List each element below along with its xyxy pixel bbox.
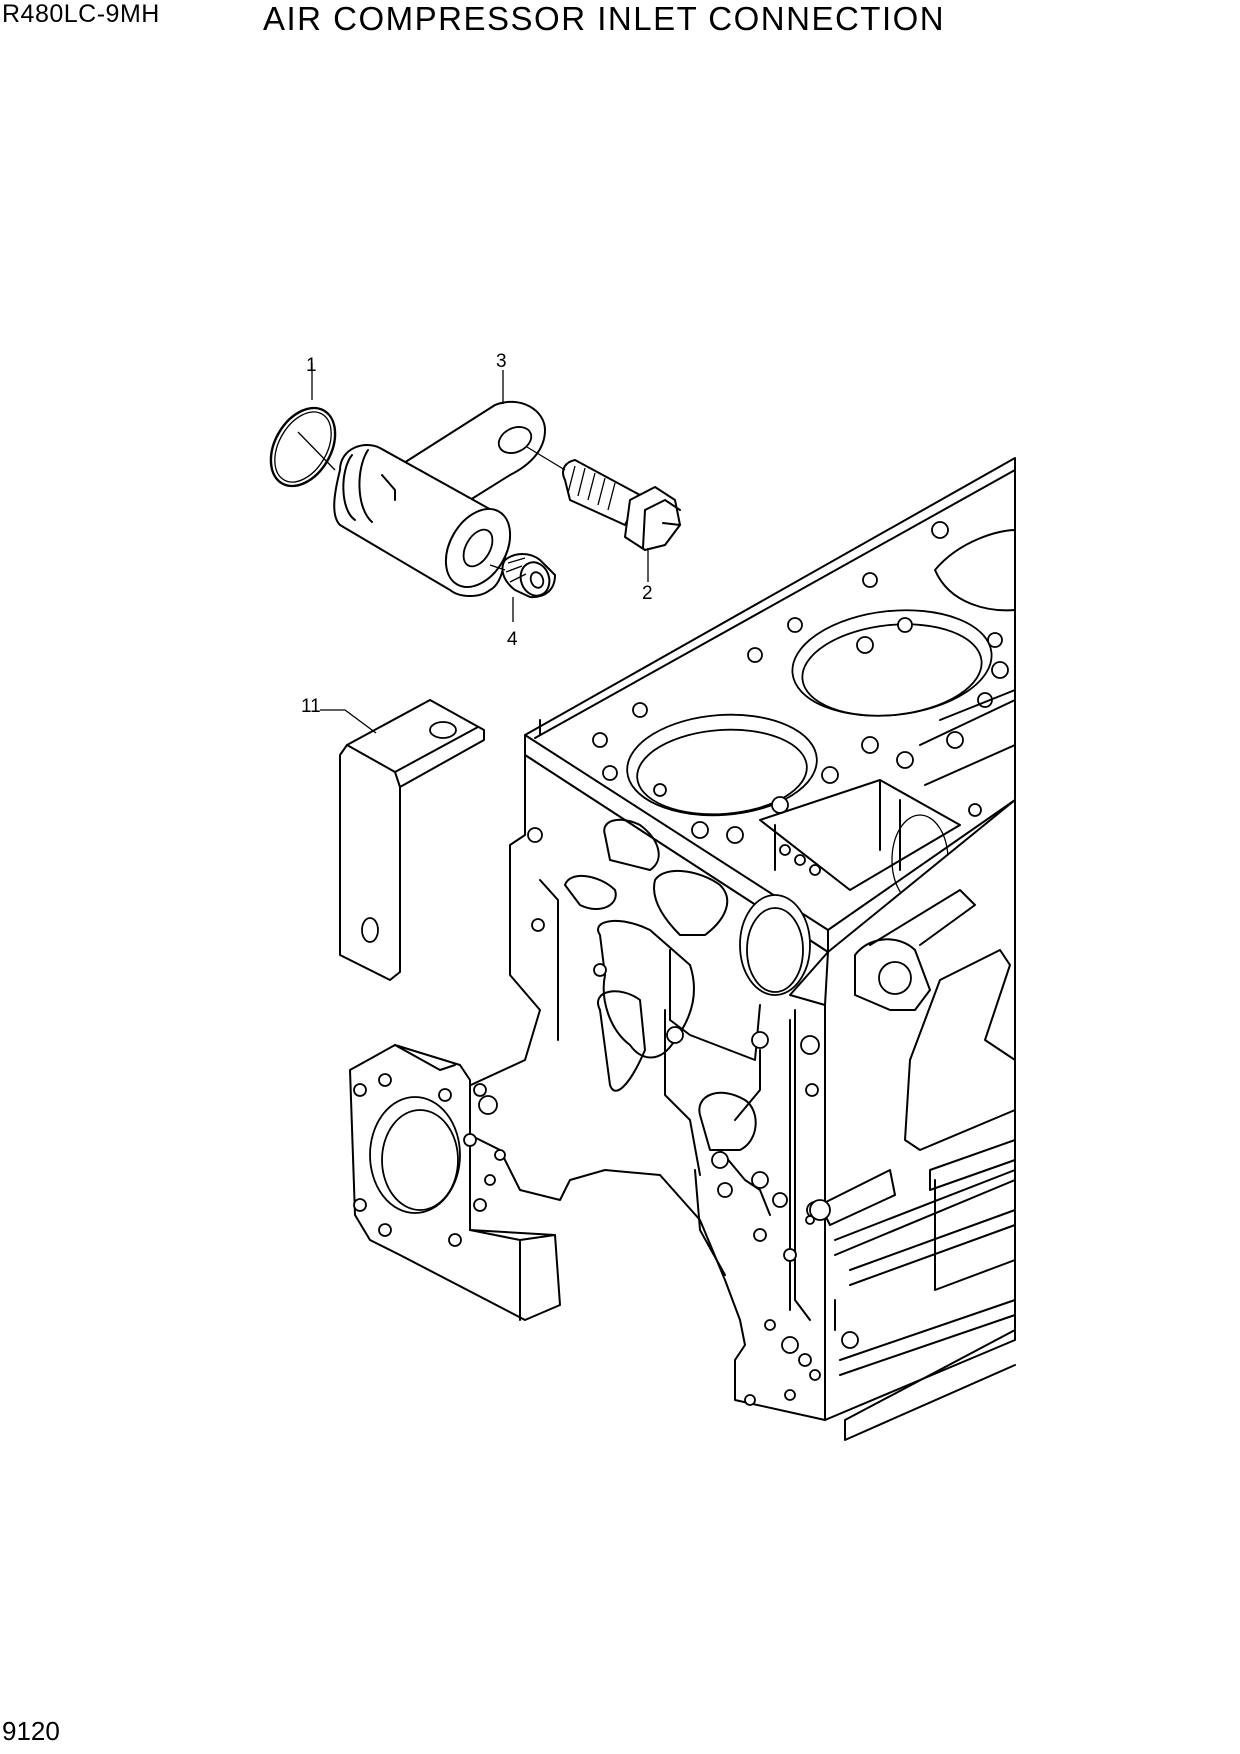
callout-2: 2	[642, 583, 653, 604]
leader-lines	[297, 363, 649, 734]
part-11-bracket	[339, 699, 485, 981]
part-2-bolt	[562, 459, 681, 551]
part-4-plug	[501, 553, 556, 599]
part-1-o-ring	[269, 406, 337, 488]
page-title: AIR COMPRESSOR INLET CONNECTION	[263, 0, 946, 37]
part-callouts: 1 3 2 4 11	[301, 351, 653, 717]
callout-11: 11	[301, 696, 321, 717]
page-number: 9120	[2, 1716, 60, 1746]
callout-1: 1	[306, 355, 317, 376]
callout-3: 3	[496, 351, 507, 372]
callout-4: 4	[507, 629, 518, 650]
front-flange-plate	[349, 1044, 561, 1321]
engine-block	[459, 457, 1016, 1441]
part-3-inlet-connector	[333, 400, 546, 597]
model-label: R480LC-9MH	[2, 0, 160, 28]
